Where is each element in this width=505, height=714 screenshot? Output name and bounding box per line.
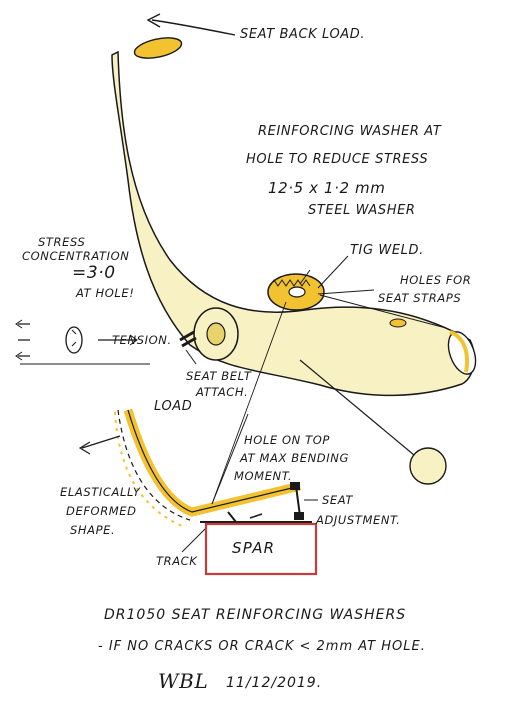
elastic-label-3: SHAPE. — [70, 523, 116, 537]
seat-adjustment-label-1: SEAT — [322, 493, 354, 507]
signature: WBL — [158, 669, 209, 693]
hole-label-3: MOMENT. — [234, 469, 293, 483]
seat-belt-label-1: SEAT BELT — [186, 369, 252, 383]
bolt — [179, 330, 197, 348]
caption-line-1: DR1050 SEAT REINFORCING WASHERS — [104, 607, 407, 623]
reinforcing-washer-label-2: HOLE TO REDUCE STRESS — [246, 152, 429, 167]
load-arrow — [81, 435, 121, 449]
date-label: 11/12/2019. — [226, 675, 323, 691]
seat-back-load-label: SEAT BACK LOAD. — [240, 27, 366, 42]
tube-top-opening — [133, 37, 183, 59]
holes-label-2: SEAT STRAPS — [378, 291, 462, 305]
seat-strap-hole — [389, 318, 407, 328]
washer-hole — [288, 286, 306, 298]
spar-box — [204, 522, 318, 576]
stress-label-4: AT HOLE! — [76, 286, 135, 300]
hole-label-2: AT MAX BENDING — [240, 451, 349, 465]
stress-hole — [65, 326, 83, 354]
seat-tube — [111, 50, 475, 397]
track-label: TRACK — [156, 554, 198, 568]
seat-adjustment-label-2: ADJUSTMENT. — [316, 513, 401, 527]
caption-line-2: - IF NO CRACKS OR CRACK < 2mm AT HOLE. — [98, 639, 426, 654]
tig-weld-label: TIG WELD. — [350, 243, 424, 258]
steel-washer-label: STEEL WASHER — [308, 203, 416, 218]
holes-label-1: HOLES FOR — [400, 273, 472, 287]
seat-adjustment — [295, 485, 301, 517]
stress-value-label: =3·0 — [72, 263, 116, 283]
stress-label-2: CONCENTRATION — [22, 249, 130, 263]
washer-size-label: 12·5 x 1·2 mm — [268, 179, 386, 197]
tension-label: TENSION. — [112, 333, 172, 347]
reinforcing-washer-label-1: REINFORCING WASHER AT — [258, 124, 442, 139]
seat-belt-label-2: ATTACH. — [196, 385, 249, 399]
elastic-label-1: ELASTICALLY — [60, 485, 141, 499]
end-knob — [409, 447, 447, 485]
spar-label: SPAR — [232, 539, 276, 557]
load-label: LOAD — [154, 399, 193, 414]
elastic-label-2: DEFORMED — [66, 504, 137, 518]
stress-label-1: STRESS — [38, 235, 86, 249]
hole-label-1: HOLE ON TOP — [244, 433, 330, 447]
seat-back-load-arrow — [151, 19, 236, 36]
